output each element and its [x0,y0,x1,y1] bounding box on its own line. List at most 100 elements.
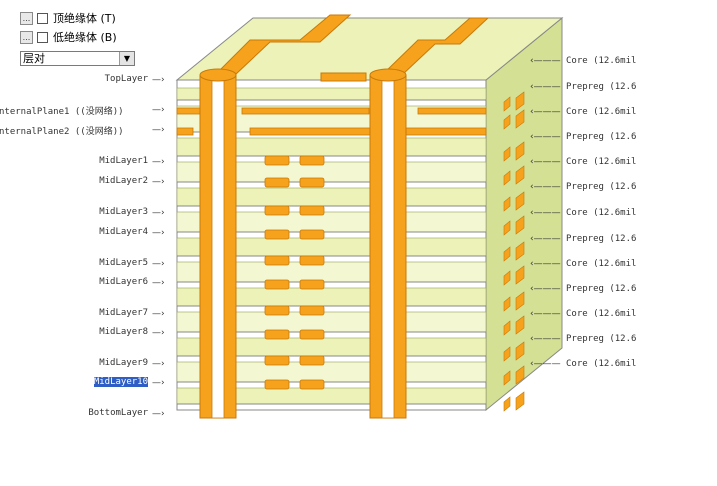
side-copper-tab [503,96,511,112]
side-copper-tab [503,196,511,212]
side-copper-tab [515,341,525,361]
via-top [199,68,237,82]
top-trace-right [380,17,490,76]
side-copper-tab [515,141,525,161]
inner-pad [264,177,290,188]
dielectric-arrow-icon: ‹——— [530,56,561,66]
layer-label[interactable]: BottomLayer [88,408,148,418]
layer-label[interactable]: MidLayer6 [99,277,148,287]
side-copper-tab [503,246,511,262]
top-pad [320,72,367,82]
layer-label[interactable]: MidLayer4 [99,227,148,237]
side-copper-tab [515,165,525,185]
layer-arrow-icon: —› [152,105,165,115]
layer-arrow-icon: —› [152,278,165,288]
chevron-down-icon[interactable]: ▼ [119,52,134,65]
plane2-copper [176,127,194,136]
plane2-copper [249,127,487,136]
inner-pad [299,379,325,390]
layer-label[interactable]: nternalPlane2 ((没网络)) [0,127,124,137]
layer-label[interactable]: MidLayer9 [99,358,148,368]
layer-arrow-icon: —› [152,125,165,135]
dielectric-label[interactable]: Core (12.6mil [566,157,637,167]
dielectric-label[interactable]: Core (12.6mil [566,359,637,369]
layer-label[interactable]: MidLayer5 [99,258,148,268]
dielectric-label[interactable]: Core (12.6mil [566,208,637,218]
layer-arrow-icon: —› [152,328,165,338]
layer-label[interactable]: nternalPlane1 ((没网络)) [0,107,124,117]
side-copper-tab [515,109,525,129]
bottom-dielectric-label: 低绝缘体 (B) [53,31,117,44]
dielectric-arrow-icon: ‹——— [530,309,561,319]
side-copper-tab [515,315,525,335]
dielectric-arrow-icon: ‹——— [530,107,561,117]
layer-label[interactable]: MidLayer1 [99,156,148,166]
layer-arrow-icon: —› [152,409,165,419]
side-copper-tab [515,215,525,235]
inner-pad [264,305,290,316]
layer-label[interactable]: MidLayer10 [93,377,148,387]
inner-pad [264,229,290,240]
side-copper-tab [515,191,525,211]
dielectric-label[interactable]: Core (12.6mil [566,56,637,66]
layer-label[interactable]: MidLayer8 [99,327,148,337]
layer-arrow-icon: —› [152,75,165,85]
side-copper-tab [503,346,511,362]
top-dielectric-label: 顶绝缘体 (T) [53,12,116,25]
stack-mode-select[interactable]: 层对 ▼ [20,51,135,66]
layer-label[interactable]: MidLayer7 [99,308,148,318]
inner-pad [264,279,290,290]
inner-pad [299,305,325,316]
layer-arrow-icon: —› [152,309,165,319]
layer-arrow-icon: —› [152,208,165,218]
top-trace-left [213,14,352,76]
layer-arrow-icon: —› [152,157,165,167]
dielectric-label[interactable]: Core (12.6mil [566,309,637,319]
stack-mode-value: 层对 [23,52,45,65]
inner-pad [299,279,325,290]
inner-pad [299,255,325,266]
dielectric-label[interactable]: Core (12.6mil [566,107,637,117]
bottom-dielectric-checkbox[interactable] [37,31,48,43]
side-copper-tab [515,265,525,285]
bottom-dielectric-settings-button[interactable]: ... [20,30,33,44]
right-margin [665,0,717,486]
side-copper-tab [515,291,525,311]
dielectric-arrow-icon: ‹——— [530,157,561,167]
side-copper-tab [503,220,511,236]
dielectric-label[interactable]: Prepreg (12.6 [566,182,637,192]
dielectric-label[interactable]: Prepreg (12.6 [566,82,637,92]
dielectric-arrow-icon: ‹——— [530,334,561,344]
side-copper-tab [503,370,511,386]
bottom-dielectric-option[interactable]: ... 低绝缘体 (B) [20,29,117,45]
layer-label[interactable]: MidLayer2 [99,176,148,186]
dielectric-arrow-icon: ‹——— [530,259,561,269]
layer-label[interactable]: MidLayer3 [99,207,148,217]
side-copper-tab [515,391,525,411]
inner-pad [299,177,325,188]
inner-pad [264,329,290,340]
via-hole [381,74,395,419]
top-dielectric-settings-button[interactable]: ... [20,11,33,25]
dielectric-arrow-icon: ‹——— [530,234,561,244]
via-hole [211,74,225,419]
side-copper-tab [515,241,525,261]
side-copper-tab [503,146,511,162]
dielectric-arrow-icon: ‹——— [530,208,561,218]
dielectric-label[interactable]: Prepreg (12.6 [566,234,637,244]
layer-label[interactable]: TopLayer [104,74,148,84]
layer-arrow-icon: —› [152,259,165,269]
layer-arrow-icon: —› [152,378,165,388]
side-copper-tab [503,114,511,130]
top-dielectric-checkbox[interactable] [37,12,48,24]
layer-arrow-icon: —› [152,359,165,369]
top-dielectric-option[interactable]: ... 顶绝缘体 (T) [20,10,116,26]
side-copper-tab [503,396,511,412]
inner-pad [264,255,290,266]
layer-arrow-icon: —› [152,177,165,187]
dielectric-label[interactable]: Prepreg (12.6 [566,284,637,294]
dielectric-label[interactable]: Prepreg (12.6 [566,132,637,142]
dielectric-label[interactable]: Prepreg (12.6 [566,334,637,344]
inner-pad [299,155,325,166]
dielectric-label[interactable]: Core (12.6mil [566,259,637,269]
